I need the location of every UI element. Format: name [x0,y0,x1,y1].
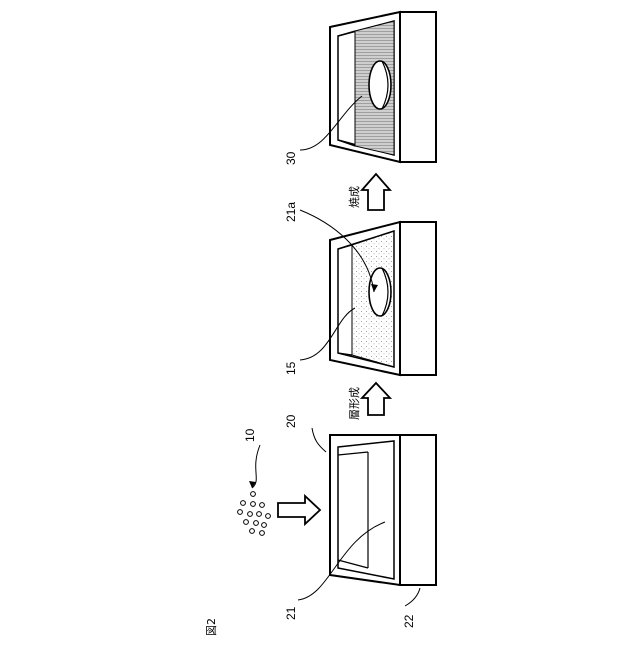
label-sintered: 30 [284,151,298,165]
label-container: 20 [284,414,298,428]
sintering-arrow [362,174,390,210]
tray-empty [330,435,436,585]
particles [238,492,271,536]
feed-arrow [278,496,320,524]
tray-base [400,222,436,375]
label-layer: 15 [284,361,298,375]
label-particles: 10 [243,428,257,442]
step-sintering: 焼成 [348,186,361,208]
step-layer-forming: 層形成 [348,387,361,420]
figure-title: 図2 [205,618,218,636]
tray-base [400,12,436,162]
tray-cavity [338,441,394,579]
label-base: 22 [402,614,416,628]
tray-layer [330,222,436,375]
tray-base [400,435,436,585]
tray-sintered [330,12,436,162]
label-recess: 21a [284,202,298,222]
layer-forming-arrow [362,383,390,415]
label-cavity: 21 [284,606,298,620]
